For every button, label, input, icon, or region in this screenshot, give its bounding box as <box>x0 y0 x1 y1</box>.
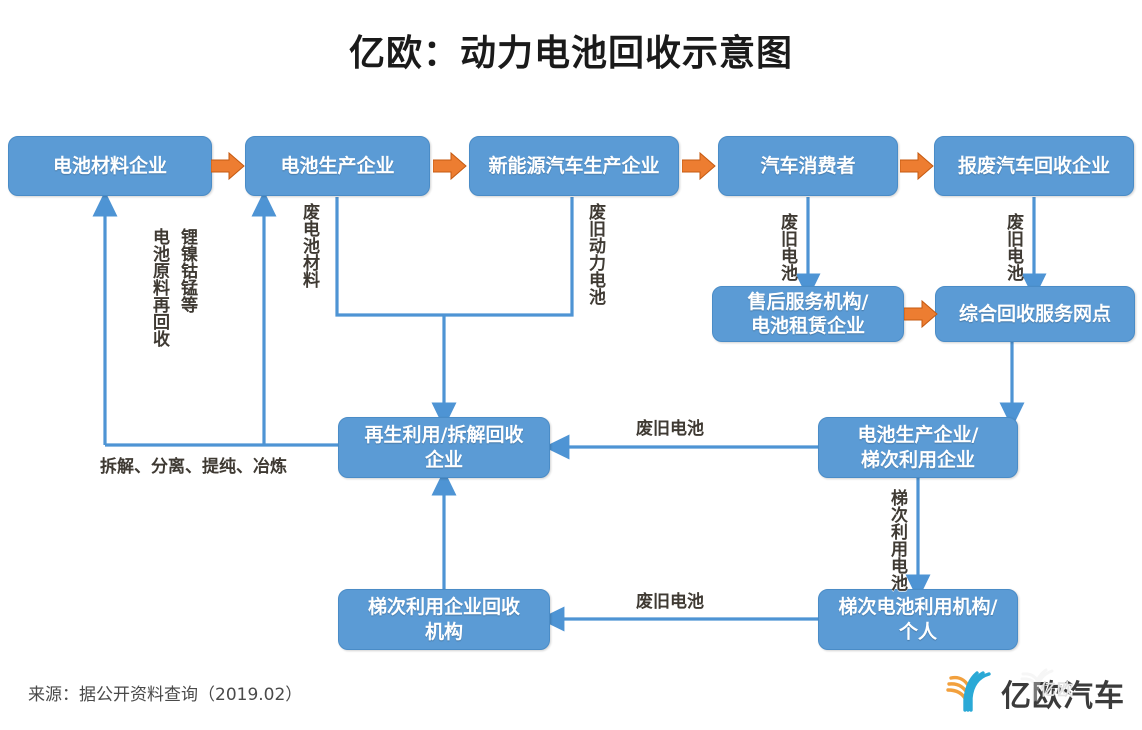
node-label: 综合回收服务网点 <box>958 302 1111 325</box>
arrow-consumer-to-scrapcar <box>900 151 934 181</box>
edge-label-waste-battery-consumer: 废旧电池 <box>777 213 797 281</box>
node-cascade-user[interactable]: 梯次电池利用机构/ 个人 <box>818 589 1018 650</box>
node-label-line2: 机构 <box>424 620 463 643</box>
arrow-material-to-production <box>211 151 245 181</box>
node-scrap-car-recycle[interactable]: 报废汽车回收企业 <box>934 136 1134 196</box>
page-title: 亿欧：动力电池回收示意图 <box>348 33 793 74</box>
node-car-consumer[interactable]: 汽车消费者 <box>718 136 898 196</box>
arrow-aftersales-to-network <box>904 299 938 329</box>
node-label: 再生利用/拆解回收 企业 <box>365 423 524 472</box>
node-battery-cascade[interactable]: 电池生产企业/ 梯次利用企业 <box>818 417 1018 478</box>
edge-label-waste-battery-scrapcar: 废旧电池 <box>1003 213 1023 281</box>
node-integrated-network[interactable]: 综合回收服务网点 <box>935 286 1135 342</box>
watermark-text: 亿欧 <box>1040 680 1075 699</box>
node-label: 电池材料企业 <box>52 154 167 177</box>
edge-label-waste-battery-mid: 废旧电池 <box>636 419 704 439</box>
node-label: 新能源汽车生产企业 <box>488 154 660 177</box>
arrow-nev-to-consumer <box>682 151 716 181</box>
node-label-line2: 梯次利用企业 <box>860 448 975 471</box>
node-label: 汽车消费者 <box>760 154 856 177</box>
node-label: 售后服务机构/ 电池租赁企业 <box>748 290 869 339</box>
node-battery-material[interactable]: 电池材料企业 <box>8 136 212 196</box>
node-label: 电池生产企业 <box>280 154 395 177</box>
node-label-line1: 再生利用/拆解回收 <box>364 424 524 447</box>
edge-label-raw-recycle: 电池原料再回收 <box>149 228 169 347</box>
watermark-icon <box>1020 668 1054 702</box>
node-cascade-recycle[interactable]: 梯次利用企业回收 机构 <box>338 589 550 650</box>
node-label-line2: 个人 <box>898 620 937 643</box>
node-label-line1: 售后服务机构/ <box>747 290 869 313</box>
wire-production-merge <box>335 197 574 317</box>
node-label: 报废汽车回收企业 <box>957 154 1110 177</box>
node-label: 电池生产企业/ 梯次利用企业 <box>858 423 979 472</box>
edge-label-waste-battery-bottom: 废旧电池 <box>636 592 704 612</box>
node-label-line2: 企业 <box>424 448 463 471</box>
node-label-line2: 电池租赁企业 <box>750 315 865 337</box>
edge-label-waste-battery-material: 废电池材料 <box>299 203 319 288</box>
edge-label-lithium-nickel: 锂镍钴锰等 <box>177 228 197 313</box>
edge-label-dismantle-process: 拆解、分离、提纯、冶炼 <box>100 457 287 477</box>
node-battery-production[interactable]: 电池生产企业 <box>245 136 430 196</box>
node-label: 梯次电池利用机构/ 个人 <box>839 595 998 644</box>
brand-logo: 亿欧汽车 <box>945 663 1135 719</box>
node-label-line1: 梯次利用企业回收 <box>367 596 520 619</box>
node-nev-production[interactable]: 新能源汽车生产企业 <box>469 136 679 196</box>
edge-label-waste-power-battery: 废旧动力电池 <box>585 203 605 305</box>
source-note: 来源：据公开资料查询（2019.02） <box>28 685 303 705</box>
node-label-line1: 梯次电池利用机构/ <box>838 596 998 619</box>
yiou-logo-icon <box>946 671 991 712</box>
logo-wordmark: 亿欧汽车 <box>1001 679 1125 714</box>
node-label-line1: 电池生产企业/ <box>857 424 979 447</box>
edge-label-cascade-battery: 梯次利用电池 <box>887 489 907 591</box>
node-aftersales-lease[interactable]: 售后服务机构/ 电池租赁企业 <box>712 286 904 342</box>
arrow-production-to-nev <box>433 151 467 181</box>
node-label: 梯次利用企业回收 机构 <box>368 595 520 644</box>
node-regeneration[interactable]: 再生利用/拆解回收 企业 <box>338 417 550 478</box>
